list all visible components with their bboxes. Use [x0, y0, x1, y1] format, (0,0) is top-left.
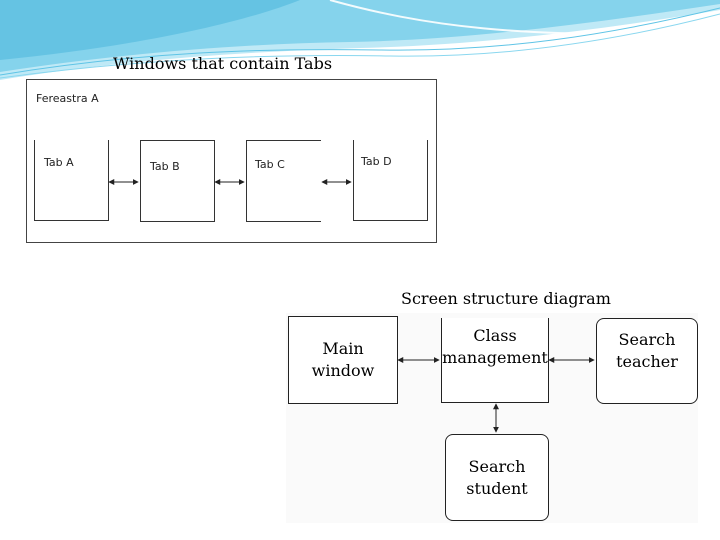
tab-d-panel: Tab D — [353, 140, 428, 221]
search-student-label: Search student — [466, 456, 528, 498]
slide-title: Windows that contain Tabs — [113, 54, 333, 73]
window-label: Fereastra A — [36, 92, 99, 105]
class-management-label: Class management — [442, 326, 548, 367]
tab-c-panel: Tab C — [246, 140, 321, 222]
search-student-node: Search student — [445, 434, 549, 521]
search-teacher-node: Search teacher — [596, 318, 698, 404]
tab-b-panel: Tab B — [140, 140, 215, 222]
tab-d-label: Tab D — [361, 155, 392, 168]
main-window-label: Main window — [311, 339, 375, 380]
search-teacher-label: Search teacher — [616, 330, 678, 371]
tab-c-label: Tab C — [255, 158, 285, 171]
main-window-node: Main window — [288, 316, 398, 404]
decorative-wave-header — [0, 0, 720, 80]
tab-a-label: Tab A — [44, 156, 74, 169]
diagram-title: Screen structure diagram — [401, 289, 611, 308]
tab-a-panel: Tab A — [34, 140, 109, 221]
tab-b-label: Tab B — [150, 160, 180, 173]
class-management-node: Class management — [441, 318, 549, 403]
